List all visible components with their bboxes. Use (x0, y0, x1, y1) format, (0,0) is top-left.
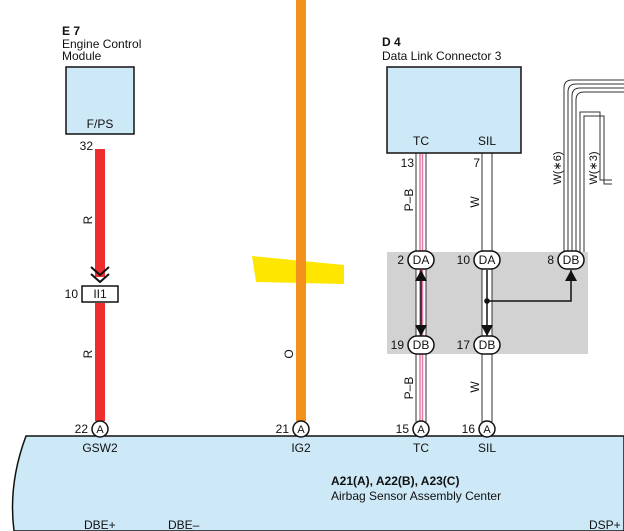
wire-label-pb-top: P–B (402, 189, 416, 212)
db-pin-8: 8 (547, 253, 554, 267)
red-wire-upper (95, 149, 105, 277)
db-connector-8: DB 8 (547, 250, 585, 270)
e7-name-line1: Engine Control (62, 37, 141, 51)
da-letter: DA (479, 253, 496, 267)
terminal-gsw2: GSW2 (82, 441, 118, 455)
junction-arrows (415, 270, 577, 336)
a-letter: A (297, 424, 305, 436)
terminal-ig2: IG2 (291, 441, 311, 455)
db-pin-19: 19 (391, 338, 405, 352)
wire-label-o: O (282, 349, 296, 358)
d4-pin-13: 13 (401, 156, 415, 170)
e7-pin-label: F/PS (87, 117, 114, 131)
da-connector-10: DA 10 (457, 250, 501, 270)
e7-pin-32: 32 (80, 139, 94, 153)
ii1-label: II1 (93, 287, 107, 301)
wire-label-w3: W(∗3) (588, 151, 600, 184)
terminal-dbe-plus: DBE+ (84, 518, 116, 531)
a-pin-21: 21 (276, 422, 290, 436)
red-wire-lower (95, 303, 105, 421)
terminal-dbe-minus: DBE– (168, 518, 200, 531)
ii1-connector (81, 285, 119, 303)
da-connector-2: DA 2 (397, 250, 435, 270)
d4-pin-7: 7 (473, 156, 480, 170)
d4-pin-tc: TC (413, 134, 429, 148)
terminal-tc: TC (413, 441, 429, 455)
db-pin-17: 17 (457, 338, 471, 352)
a-connector-16: A 16 (462, 420, 496, 438)
d4-pin-sil: SIL (478, 134, 496, 148)
a-pin-22: 22 (75, 422, 89, 436)
airbag-sensor-assembly-block (11, 435, 624, 531)
wire-label-w6: W(∗6) (552, 151, 564, 184)
e7-engine-control-module (65, 66, 135, 135)
a-connector-22: A 22 (75, 420, 109, 438)
a-letter: A (483, 424, 491, 436)
db-letter: DB (563, 253, 580, 267)
a-letter: A (96, 424, 104, 436)
wire-label-r-bottom: R (81, 349, 95, 358)
airbag-refs: A21(A), A22(B), A23(C) (331, 474, 459, 488)
orange-wire (296, 0, 306, 421)
d4-name: Data Link Connector 3 (382, 49, 502, 63)
db-connector-19: DB 19 (391, 335, 435, 355)
terminal-dsp-plus: DSP+ (589, 518, 621, 531)
a-pin-16: 16 (462, 422, 476, 436)
ii1-connector-arrows (90, 266, 110, 284)
a-connector-15: A 15 (396, 420, 430, 438)
airbag-name: Airbag Sensor Assembly Center (331, 489, 501, 503)
db-letter: DB (479, 338, 496, 352)
wire-label-w-top: W (468, 196, 482, 208)
ii1-pin-10: 10 (65, 287, 79, 301)
wire-label-pb-bottom: P–B (402, 377, 416, 400)
da-letter: DA (413, 253, 430, 267)
terminal-sil: SIL (478, 441, 496, 455)
wire-label-w-bottom: W (468, 381, 482, 393)
da-pin-2: 2 (397, 253, 404, 267)
da-pin-10: 10 (457, 253, 471, 267)
e7-ref: E 7 (62, 24, 80, 38)
db-connector-17: DB 17 (457, 335, 501, 355)
a-pin-15: 15 (396, 422, 410, 436)
db-letter: DB (413, 338, 430, 352)
e7-name-line2: Module (62, 49, 102, 63)
a-connector-21: A 21 (276, 420, 310, 438)
d4-ref: D 4 (382, 35, 401, 49)
wire-label-r-top: R (81, 215, 95, 224)
a-letter: A (417, 424, 425, 436)
w-wire-routing (563, 79, 624, 252)
d4-data-link-connector (386, 66, 522, 154)
